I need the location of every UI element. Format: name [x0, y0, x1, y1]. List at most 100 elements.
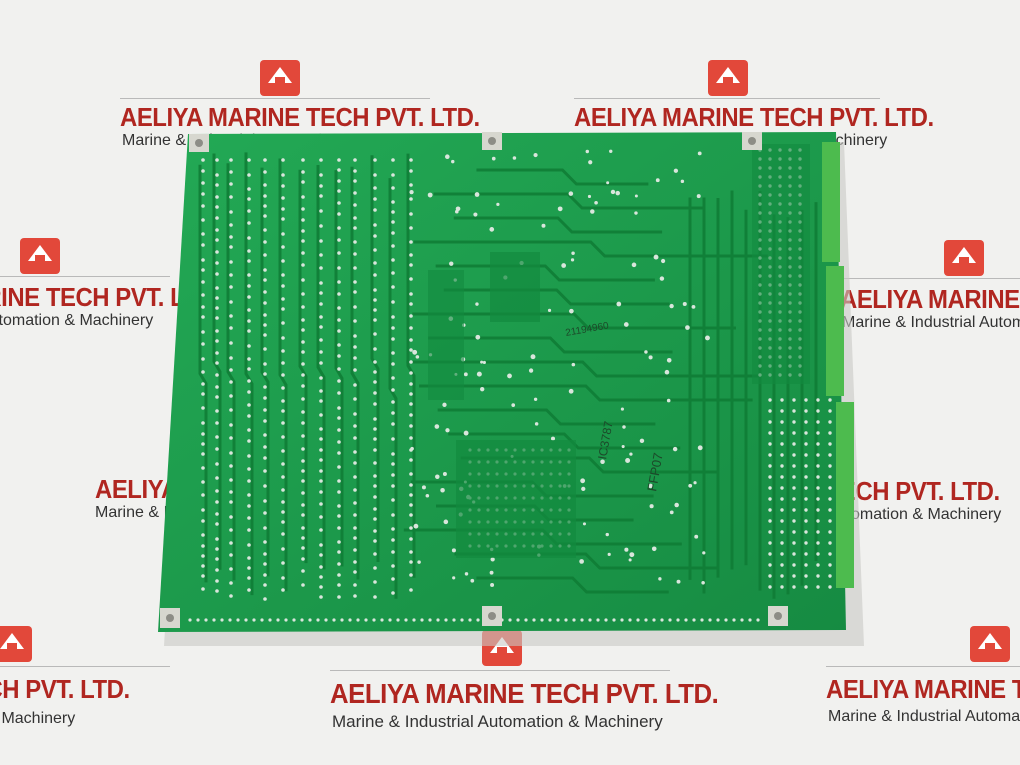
solder-pad — [828, 453, 832, 457]
solder-pad — [676, 618, 680, 622]
solder-pad — [332, 618, 336, 622]
solder-pad — [780, 541, 784, 545]
solder-pad — [337, 583, 341, 587]
solder-pad — [319, 173, 323, 177]
solder-pad — [628, 618, 632, 622]
solder-pad — [263, 445, 267, 449]
solder-pad — [247, 344, 251, 348]
solder-pad — [532, 618, 536, 622]
solder-pad — [610, 189, 616, 195]
solder-pad — [281, 349, 285, 353]
solder-pad — [409, 277, 413, 281]
solder-pad — [247, 414, 251, 418]
solder-pad — [780, 409, 784, 413]
solder-pad — [792, 552, 796, 556]
solder-pad — [668, 618, 672, 622]
solder-pad — [804, 508, 808, 512]
solder-pad — [652, 618, 656, 622]
solder-pad — [229, 182, 233, 186]
solder-pad — [507, 373, 512, 379]
solder-pad — [319, 302, 323, 306]
solder-pad — [319, 184, 323, 188]
solder-pad — [353, 436, 357, 440]
solder-pad — [691, 304, 696, 309]
solder-pad — [353, 356, 357, 360]
solder-pad — [247, 197, 251, 201]
solder-pad — [201, 342, 205, 346]
solder-pad — [828, 563, 832, 567]
solder-pad — [281, 488, 285, 492]
solder-pad — [524, 618, 528, 622]
solder-pad — [247, 528, 251, 532]
solder-pad — [353, 560, 357, 564]
solder-pad — [816, 530, 820, 534]
solder-pad — [215, 205, 219, 209]
solder-pad — [337, 451, 341, 455]
solder-pad — [337, 292, 341, 296]
solder-pad — [229, 170, 233, 174]
solder-pad — [409, 371, 413, 375]
solder-pad — [215, 435, 219, 439]
solder-pad — [228, 618, 232, 622]
solder-pad — [533, 152, 538, 158]
solder-pad — [373, 580, 377, 584]
solder-pad — [301, 546, 305, 550]
solder-pad — [816, 541, 820, 545]
solder-pad — [247, 576, 251, 580]
solder-pad — [319, 502, 323, 506]
solder-pad — [319, 469, 323, 473]
solder-pad — [247, 367, 251, 371]
solder-pad — [319, 543, 323, 547]
solder-pad — [353, 488, 357, 492]
solder-pad — [629, 452, 633, 456]
company-name: AELIYA MARINE TECH PVT. LTD. — [0, 674, 130, 704]
solder-pad — [780, 585, 784, 589]
solder-pad — [215, 306, 219, 310]
solder-pad — [319, 458, 323, 462]
solder-pad — [490, 582, 495, 587]
solder-pad — [353, 594, 357, 598]
solder-pad — [215, 216, 219, 220]
solder-pad — [337, 238, 341, 242]
solder-pad — [201, 452, 205, 456]
solder-pad — [816, 420, 820, 424]
solder-pad — [201, 258, 205, 262]
solder-pad — [263, 469, 267, 473]
solder-pad — [455, 209, 459, 214]
solder-pad — [319, 515, 323, 519]
solder-pad — [582, 522, 586, 526]
solder-pad — [409, 413, 413, 417]
solder-pad — [692, 618, 696, 622]
solder-pad — [620, 618, 624, 622]
solder-pad — [700, 618, 704, 622]
solder-pad — [804, 464, 808, 468]
solder-pad — [301, 397, 305, 401]
solder-pad — [440, 487, 445, 493]
solder-pad — [215, 395, 219, 399]
solder-pad — [475, 302, 479, 306]
ic-footprint — [456, 440, 576, 558]
solder-pad — [792, 508, 796, 512]
solder-pad — [353, 424, 357, 428]
solder-pad — [571, 251, 575, 255]
solder-pad — [391, 376, 395, 380]
silkscreen-label: FFP07 — [644, 451, 666, 492]
solder-pad — [409, 338, 413, 342]
solder-pad — [263, 362, 267, 366]
solder-pad — [263, 313, 267, 317]
divider — [574, 98, 880, 99]
solder-pad — [666, 357, 672, 363]
solder-pad — [373, 186, 377, 190]
solder-pad — [319, 448, 323, 452]
solder-pad — [373, 208, 377, 212]
solder-pad — [780, 486, 784, 490]
solder-pad — [201, 519, 205, 523]
solder-pad — [301, 207, 305, 211]
solder-pad — [792, 541, 796, 545]
solder-pad — [780, 574, 784, 578]
solder-pad — [624, 547, 629, 552]
solder-pad — [828, 497, 832, 501]
company-logo-icon — [708, 60, 748, 96]
solder-pad — [229, 394, 233, 398]
solder-pad — [337, 280, 341, 284]
